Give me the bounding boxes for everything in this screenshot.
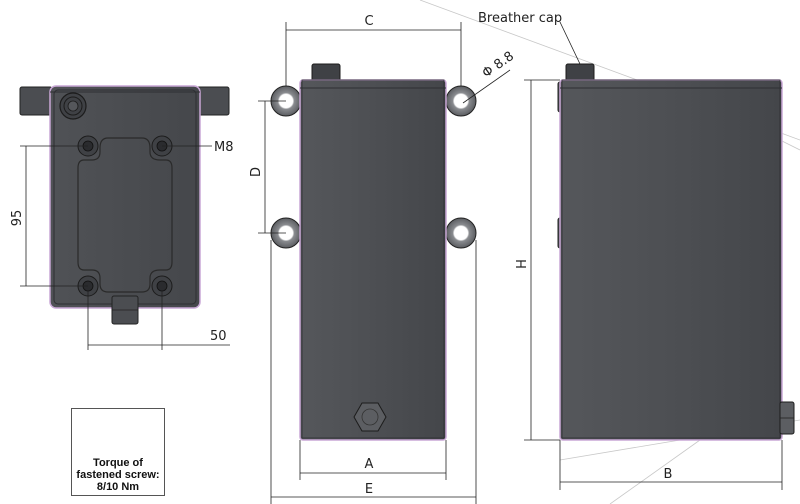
diameter-leader xyxy=(462,69,511,104)
torque-note-box: Torque of fastened screw: 8/10 Nm xyxy=(71,408,165,496)
drain-plug-front-icon xyxy=(353,402,387,432)
right-lug xyxy=(196,86,230,116)
m8-label: M8 xyxy=(214,140,234,155)
dim-h-label: H xyxy=(515,259,530,269)
left-lug xyxy=(19,86,53,116)
dimension-d xyxy=(258,100,286,234)
dim-95-label: 95 xyxy=(10,210,25,227)
gasket-outline xyxy=(77,137,173,293)
torque-note-line-1: Torque of xyxy=(93,457,143,469)
front-view: C D Φ 8.8 A E xyxy=(249,14,517,504)
dimension-a xyxy=(299,440,447,480)
front-lug-top-right-icon xyxy=(445,85,477,117)
dim-50-label: 50 xyxy=(210,329,227,344)
dim-b-label: B xyxy=(664,467,673,482)
screw-hole-bottom-right-icon xyxy=(151,275,173,297)
diameter-label: Φ 8.8 xyxy=(480,49,517,81)
dim-e-label: E xyxy=(365,482,373,497)
breather-cap-top-icon xyxy=(59,92,87,120)
breather-cap-leader xyxy=(559,21,581,65)
torque-note-line-2: fastened screw: xyxy=(76,469,160,481)
tank-body-side xyxy=(559,79,783,441)
dim-d-label: D xyxy=(249,167,264,177)
front-lug-mid-right-icon xyxy=(445,217,477,249)
dimension-c xyxy=(285,22,462,86)
torque-note-text: Torque of fastened screw: 8/10 Nm xyxy=(72,457,164,493)
side-view: Breather cap H B xyxy=(478,11,795,490)
dimension-h xyxy=(524,79,560,441)
plate-view: 95 50 M8 xyxy=(10,85,234,350)
dimension-b xyxy=(559,440,783,490)
dim-c-label: C xyxy=(364,14,373,29)
tank-body-front xyxy=(299,79,447,441)
breather-cap-label: Breather cap xyxy=(478,11,562,26)
dimension-50 xyxy=(87,290,230,350)
torque-note-line-3: 8/10 Nm xyxy=(96,481,140,493)
dimension-e xyxy=(270,240,477,504)
dim-a-label: A xyxy=(365,457,374,472)
dimension-95 xyxy=(20,145,88,287)
